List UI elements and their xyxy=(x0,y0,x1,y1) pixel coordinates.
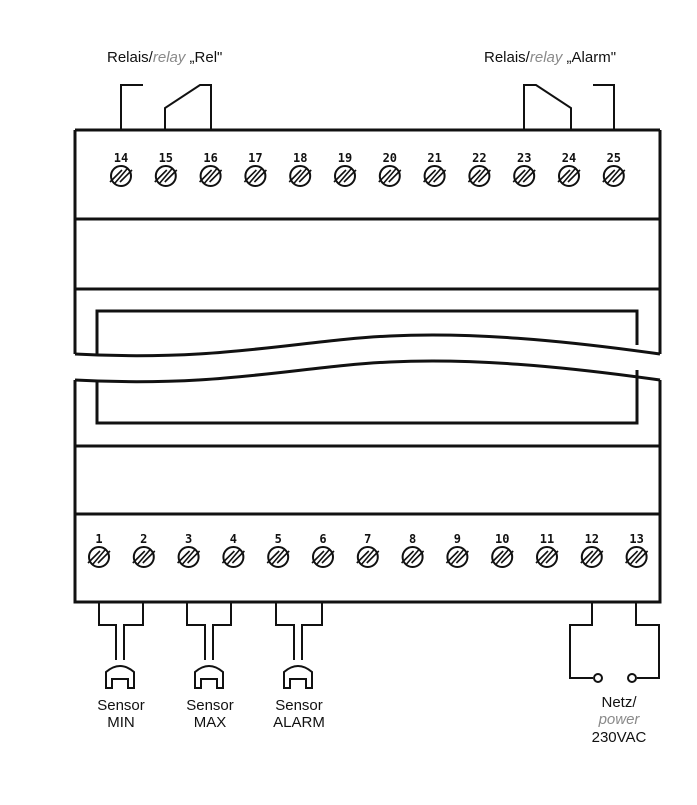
relay-rel-contact-symbol xyxy=(120,84,212,130)
top-terminal-number-25: 25 xyxy=(607,151,621,165)
top-terminal-number-14: 14 xyxy=(114,151,128,165)
relay-alarm-label: Relais/relay „Alarm" xyxy=(484,49,616,66)
top-terminal-number-23: 23 xyxy=(517,151,531,165)
bottom-terminal-screw-10 xyxy=(490,546,514,568)
top-terminal-number-16: 16 xyxy=(203,151,217,165)
bottom-terminal-screw-11 xyxy=(535,546,559,568)
top-terminal-screw-17 xyxy=(243,165,267,187)
housing-upper xyxy=(73,128,662,358)
bottom-terminal-screw-12 xyxy=(580,546,604,568)
power-label-1: Netz/ xyxy=(601,694,637,711)
top-terminal-screw-23 xyxy=(512,165,536,187)
bottom-terminal-screw-9 xyxy=(445,546,469,568)
top-terminal-screw-16 xyxy=(199,165,223,187)
relay-rel-name: „Rel" xyxy=(185,49,222,66)
sensor-min-label-2: MIN xyxy=(107,714,135,731)
top-terminal-number-20: 20 xyxy=(383,151,397,165)
bottom-terminal-screw-1 xyxy=(87,546,111,568)
relay-alarm-italic: relay xyxy=(530,49,564,66)
relay-rel-label: Relais/relay „Rel" xyxy=(107,49,222,66)
power-label-3: 230VAC xyxy=(592,729,647,746)
sensor-min-label-1: Sensor xyxy=(97,697,145,714)
top-terminal-number-19: 19 xyxy=(338,151,352,165)
sensor-min-wiring xyxy=(98,602,144,689)
sensor-alarm-wiring xyxy=(275,602,323,689)
display-window-lower xyxy=(95,370,639,425)
bottom-terminal-number-9: 9 xyxy=(454,532,461,546)
sensor-max-label-2: MAX xyxy=(194,714,227,731)
bottom-terminal-number-8: 8 xyxy=(409,532,416,546)
top-terminal-number-18: 18 xyxy=(293,151,307,165)
bottom-terminal-number-12: 12 xyxy=(585,532,599,546)
bottom-terminal-screw-8 xyxy=(401,546,425,568)
bottom-terminal-number-5: 5 xyxy=(275,532,282,546)
top-terminal-screw-25 xyxy=(602,165,626,187)
bottom-terminal-number-7: 7 xyxy=(364,532,371,546)
top-terminal-screw-14 xyxy=(109,165,133,187)
top-terminal-screw-24 xyxy=(557,165,581,187)
bottom-terminal-screw-2 xyxy=(132,546,156,568)
bottom-terminal-number-4: 4 xyxy=(230,532,237,546)
sensor-max-label-1: Sensor xyxy=(186,697,234,714)
relay-rel-italic: relay xyxy=(153,49,187,66)
relay-alarm-prefix: Relais/ xyxy=(484,49,531,66)
bottom-terminal-number-3: 3 xyxy=(185,532,192,546)
bottom-terminal-screw-4 xyxy=(221,546,245,568)
bottom-terminal-number-1: 1 xyxy=(95,532,102,546)
bottom-terminal-number-11: 11 xyxy=(540,532,554,546)
top-terminal-row: 14 15 16 17 18 19 20 21 22 23 24 25 xyxy=(109,151,626,187)
top-terminal-screw-18 xyxy=(288,165,312,187)
relay-alarm-name: „Alarm" xyxy=(562,49,616,66)
bottom-terminal-screw-7 xyxy=(356,546,380,568)
bottom-terminal-screw-13 xyxy=(625,546,649,568)
bottom-terminal-number-2: 2 xyxy=(140,532,147,546)
bottom-terminal-number-13: 13 xyxy=(629,532,643,546)
housing-lower xyxy=(73,359,662,604)
top-terminal-screw-19 xyxy=(333,165,357,187)
top-terminal-screw-22 xyxy=(467,165,491,187)
top-terminal-screw-15 xyxy=(154,165,178,187)
top-terminal-number-17: 17 xyxy=(248,151,262,165)
top-terminal-screw-21 xyxy=(423,165,447,187)
power-wiring xyxy=(569,602,660,683)
relay-alarm-contact-symbol xyxy=(523,84,615,130)
top-terminal-number-22: 22 xyxy=(472,151,486,165)
top-terminal-screw-20 xyxy=(378,165,402,187)
top-terminal-number-21: 21 xyxy=(427,151,441,165)
top-terminal-number-15: 15 xyxy=(159,151,173,165)
bottom-terminal-number-10: 10 xyxy=(495,532,509,546)
bottom-terminal-number-6: 6 xyxy=(319,532,326,546)
bottom-terminal-screw-5 xyxy=(266,546,290,568)
sensor-alarm-label-2: ALARM xyxy=(273,714,325,731)
top-terminal-number-24: 24 xyxy=(562,151,576,165)
power-label-2: power xyxy=(598,711,641,728)
sensor-max-wiring xyxy=(186,602,232,689)
display-window-upper xyxy=(95,309,639,356)
bottom-terminal-screw-6 xyxy=(311,546,335,568)
bottom-terminal-screw-3 xyxy=(177,546,201,568)
sensor-alarm-label-1: Sensor xyxy=(275,697,323,714)
relay-rel-prefix: Relais/ xyxy=(107,49,154,66)
